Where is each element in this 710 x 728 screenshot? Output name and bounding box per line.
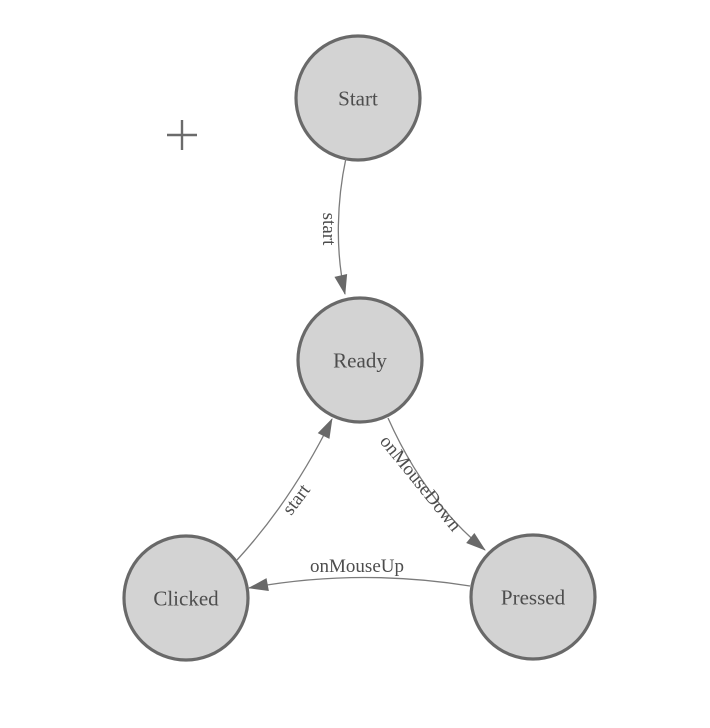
edge-pressed-to-clicked-label: onMouseUp <box>310 556 404 577</box>
edge-clicked-to-ready-line[interactable] <box>236 418 333 561</box>
edge-ready-to-pressed-label: onMouseDown <box>375 431 465 536</box>
node-clicked[interactable]: Clicked <box>122 534 250 662</box>
node-start[interactable]: Start <box>294 34 422 162</box>
edge-clicked-to-ready-label: start <box>278 480 315 519</box>
node-ready-circle[interactable] <box>296 296 424 424</box>
node-ready[interactable]: Ready <box>296 296 424 424</box>
node-clicked-circle[interactable] <box>122 534 250 662</box>
node-start-circle[interactable] <box>294 34 422 162</box>
edge-start-to-ready[interactable]: start <box>318 157 348 295</box>
edge-pressed-to-clicked[interactable]: onMouseUp <box>248 556 471 591</box>
node-start-label: Start <box>338 86 378 110</box>
node-pressed[interactable]: Pressed <box>469 533 597 661</box>
edge-pressed-to-clicked-line[interactable] <box>248 576 471 591</box>
node-pressed-circle[interactable] <box>469 533 597 661</box>
node-pressed-label: Pressed <box>501 585 566 609</box>
crosshair-icon <box>167 120 197 150</box>
edge-ready-to-pressed[interactable]: onMouseDown <box>375 417 486 551</box>
node-clicked-label: Clicked <box>153 586 219 610</box>
edge-start-to-ready-line[interactable] <box>334 157 348 295</box>
edge-clicked-to-ready[interactable]: start <box>236 418 333 561</box>
edge-start-to-ready-label: start <box>318 213 339 246</box>
node-ready-label: Ready <box>333 348 387 372</box>
edge-ready-to-pressed-line[interactable] <box>387 417 486 551</box>
